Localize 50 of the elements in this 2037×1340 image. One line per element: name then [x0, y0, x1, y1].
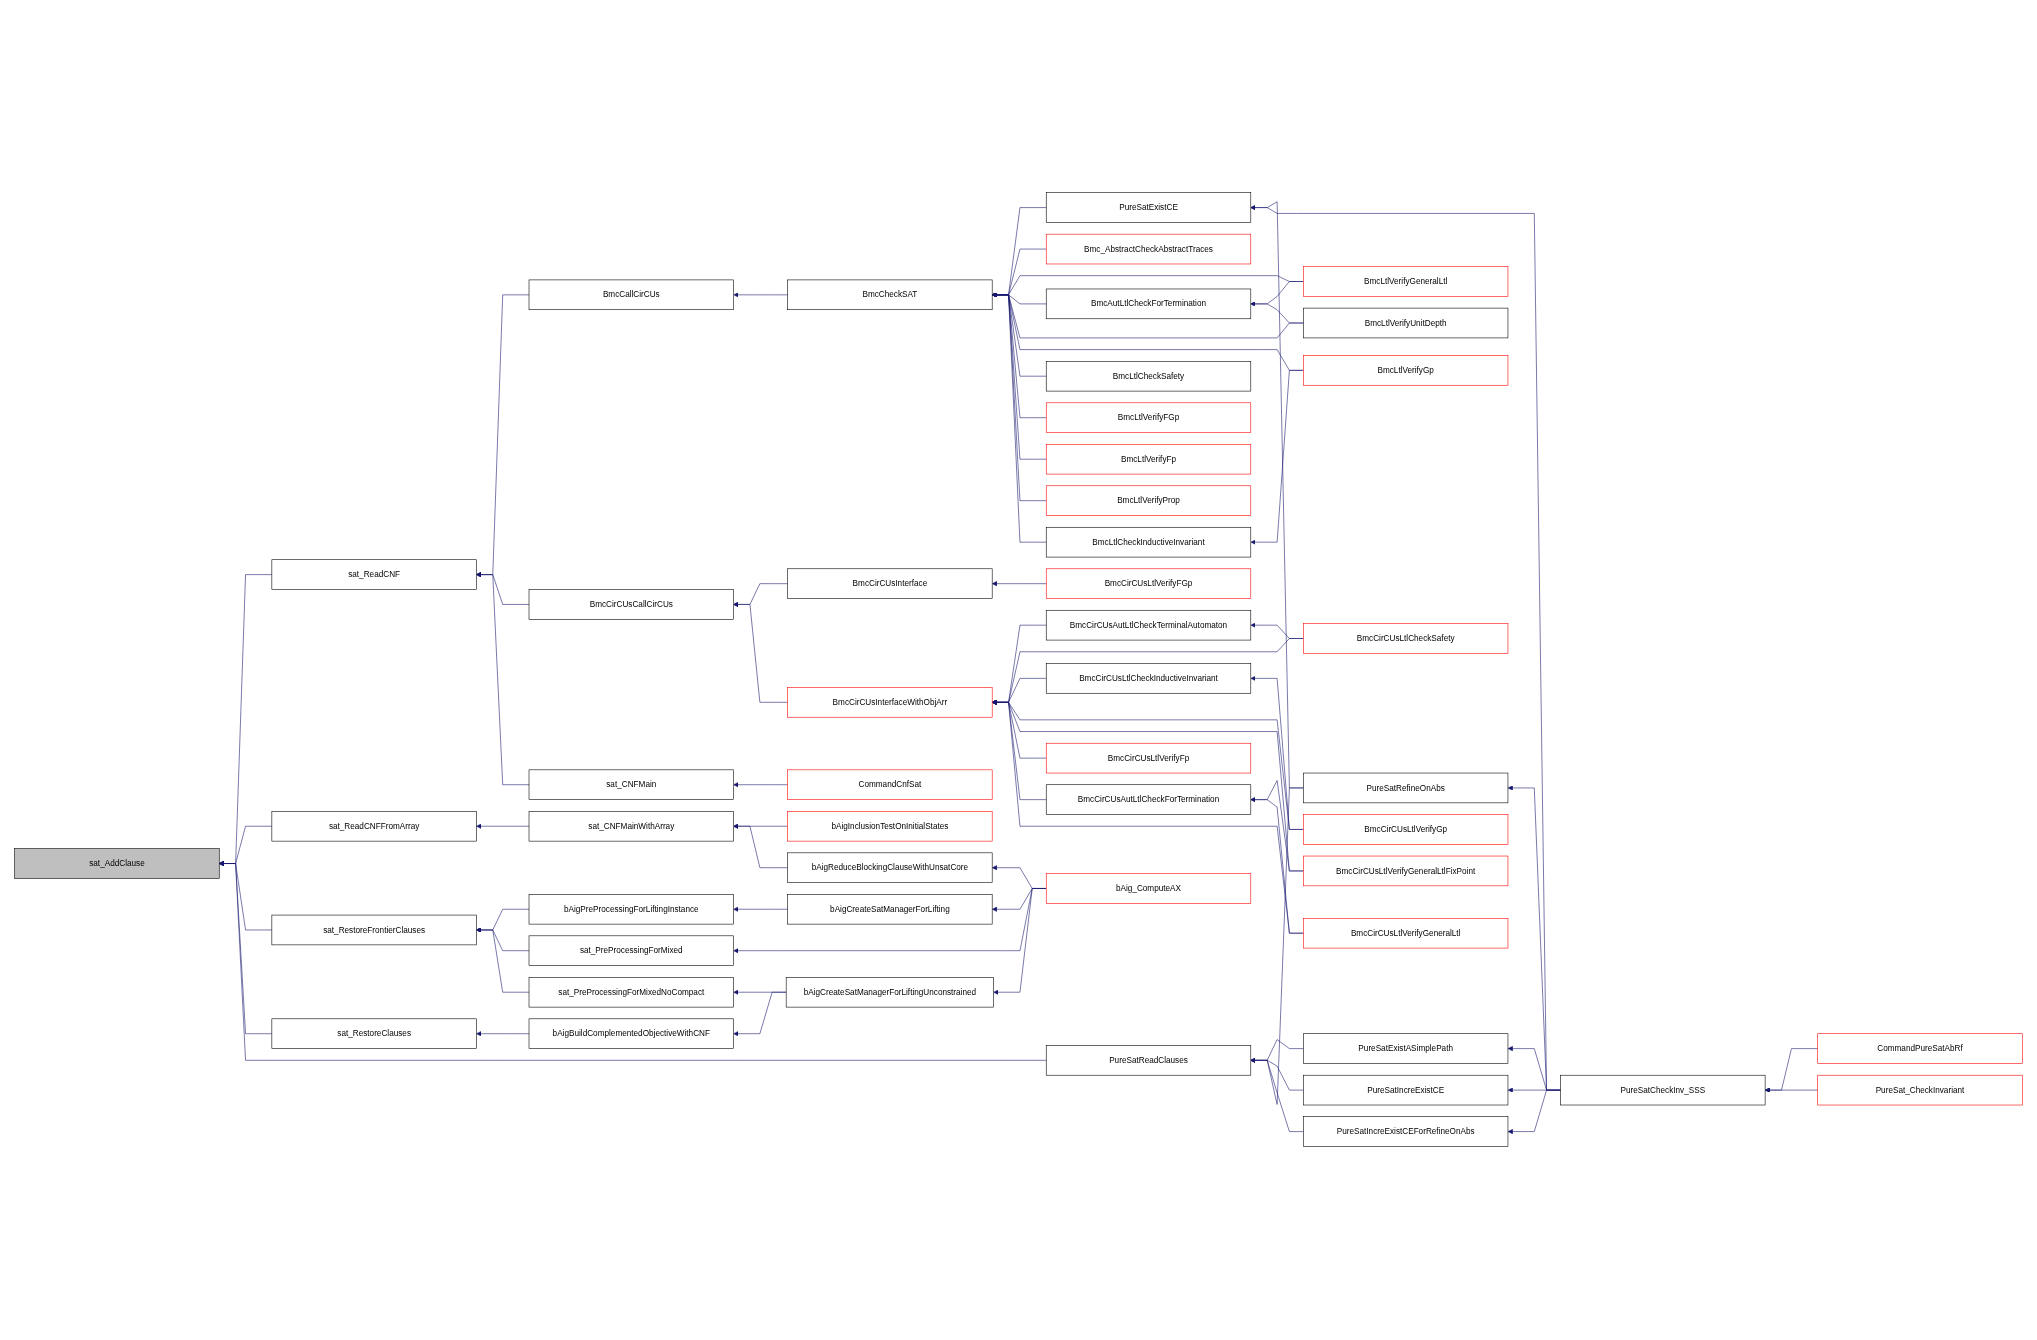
node-box: BmcLtlVerifyProp — [1045, 485, 1252, 517]
node-box: BmcCirCUsLtlVerifyFp — [1045, 743, 1252, 774]
node-box: BmcCirCUsLtlVerifyGeneralLtl — [1303, 918, 1509, 949]
node-box: BmcCallCirCUs — [528, 280, 734, 311]
node-box: bAigBuildComplementedObjectiveWithCNF — [528, 1018, 734, 1050]
node-box: Bmc_AbstractCheckAbstractTraces — [1045, 234, 1252, 265]
node-box: PureSatRefineOnAbs — [1303, 773, 1509, 804]
node-box: BmcCirCUsAutLtlCheckTerminalAutomaton — [1045, 610, 1252, 641]
node-box: BmcCirCUsInterfaceWithObjArr — [787, 687, 993, 718]
node-box: PureSat_CheckInvariant — [1817, 1075, 2023, 1106]
node-box: BmcCirCUsLtlVerifyGeneralLtlFixPoint — [1303, 856, 1509, 887]
node-box: sat_PreProcessingForMixed — [528, 935, 734, 967]
node-box: BmcLtlCheckInductiveInvariant — [1045, 527, 1252, 558]
node-box: CommandCnfSat — [787, 769, 993, 801]
node-box: sat_RestoreFrontierClauses — [271, 915, 477, 946]
node-box: PureSatReadClauses — [1045, 1045, 1252, 1076]
node-box: BmcCirCUsCallCirCUs — [528, 589, 734, 621]
node-box: BmcAutLtlCheckForTermination — [1045, 289, 1252, 320]
node-box: PureSatIncreExistCE — [1303, 1075, 1509, 1106]
node-box: bAig_ComputeAX — [1045, 873, 1252, 905]
node-box: CommandPureSatAbRf — [1817, 1033, 2023, 1065]
node-box: PureSatIncreExistCEForRefineOnAbs — [1303, 1116, 1509, 1148]
node-box: BmcLtlVerifyFGp — [1045, 402, 1252, 434]
node-box: BmcCirCUsLtlCheckInductiveInvariant — [1045, 663, 1252, 694]
node-box: PureSatExistASimplePath — [1303, 1033, 1509, 1065]
node-box: BmcLtlVerifyGp — [1303, 355, 1509, 386]
node-box: BmcCirCUsAutLtlCheckForTermination — [1045, 784, 1252, 816]
node-box: sat_CNFMainWithArray — [528, 811, 734, 842]
node-box: BmcLtlVerifyUnitDepth — [1303, 308, 1509, 339]
node-box: BmcCirCUsInterface — [787, 568, 993, 600]
node-box: bAigReduceBlockingClauseWithUnsatCore — [787, 852, 993, 884]
node-box: sat_PreProcessingForMixedNoCompact — [528, 977, 734, 1008]
node-box: BmcLtlVerifyFp — [1045, 444, 1252, 475]
node-box: sat_ReadCNF — [271, 559, 477, 591]
node-box: BmcCirCUsLtlCheckSafety — [1303, 623, 1509, 655]
node-box: sat_RestoreClauses — [271, 1018, 477, 1050]
node-box: sat_ReadCNFFromArray — [271, 811, 477, 842]
node-box: bAigInclusionTestOnInitialStates — [787, 811, 993, 842]
node-box: bAigCreateSatManagerForLiftingUnconstrained — [785, 977, 994, 1008]
node-box: bAigPreProcessingForLiftingInstance — [528, 894, 734, 925]
node-box: sat_AddClause — [14, 848, 220, 880]
node-box: PureSatExistCE — [1045, 192, 1252, 224]
node-box: sat_CNFMain — [528, 769, 734, 801]
node-box: BmcCirCUsLtlVerifyFGp — [1045, 568, 1252, 600]
node-box: BmcLtlCheckSafety — [1045, 361, 1252, 392]
node-box: PureSatCheckInv_SSS — [1560, 1075, 1766, 1106]
node-box: bAigCreateSatManagerForLifting — [787, 894, 993, 925]
node-box: BmcCheckSAT — [787, 280, 993, 311]
node-box: BmcCirCUsLtlVerifyGp — [1303, 814, 1509, 846]
node-box: BmcLtlVerifyGeneralLtl — [1303, 266, 1509, 298]
